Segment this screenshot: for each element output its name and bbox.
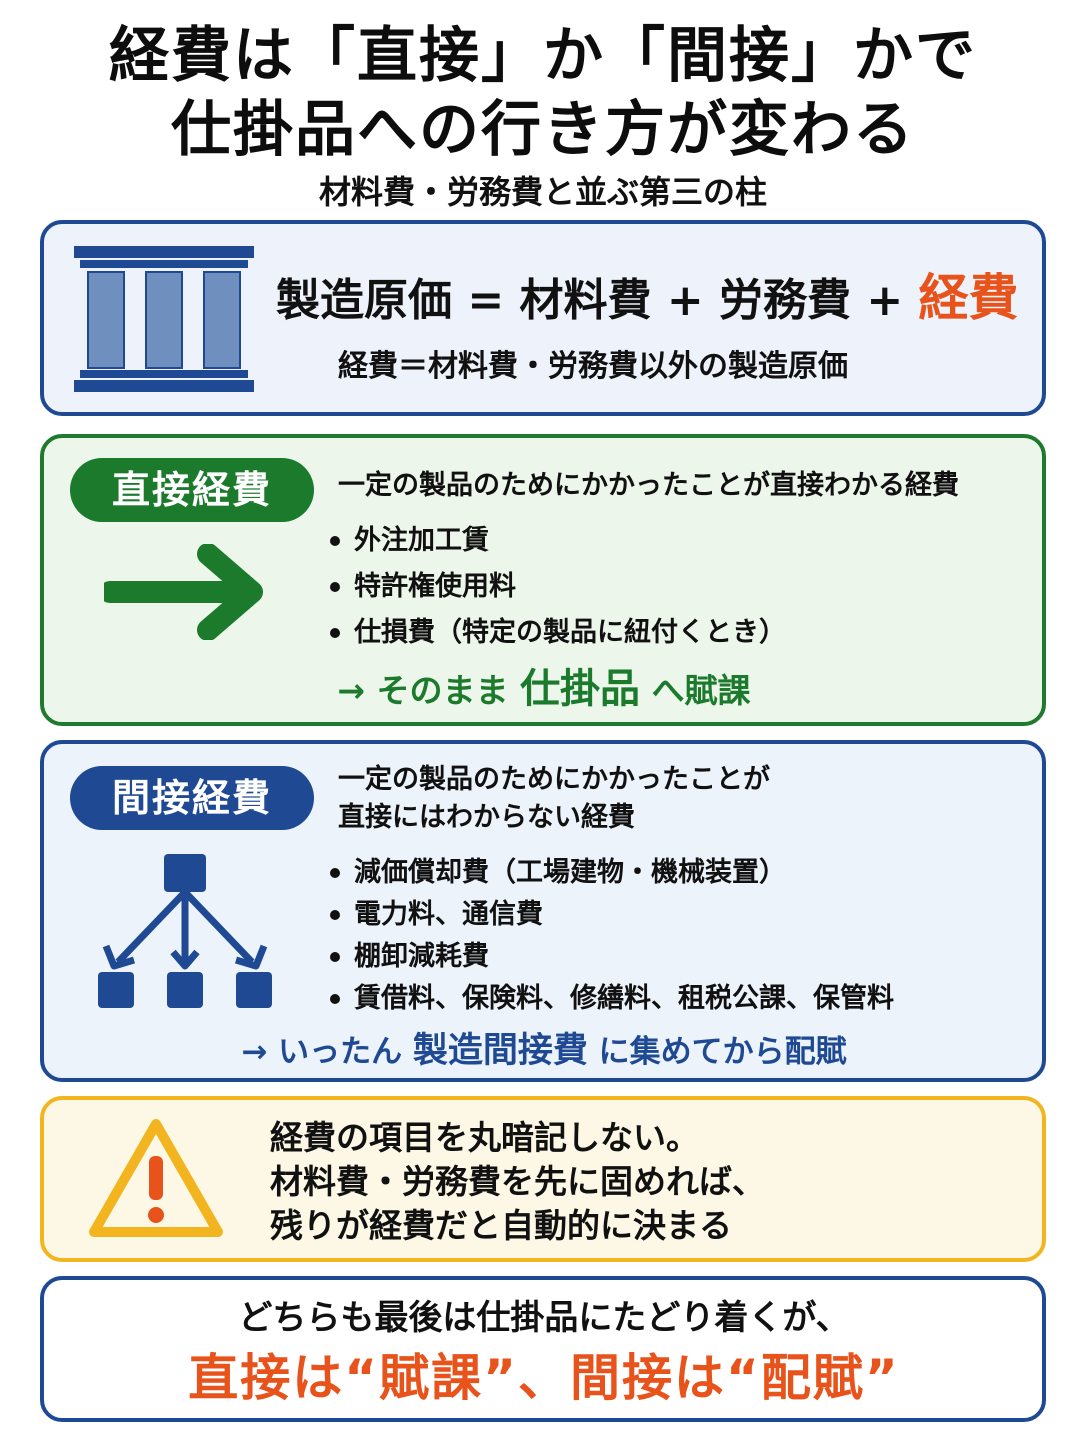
pillars-icon (74, 246, 254, 392)
formula-highlight: 経費 (918, 269, 1019, 327)
direct-expense-description: 一定の製品のためにかかったことが直接わかる経費 (338, 470, 959, 501)
indirect-expense-description-1: 一定の製品のためにかかったことが (338, 764, 770, 795)
list-item: 減価償却費（工場建物・機械装置） (326, 852, 894, 894)
indirect-expense-list: 減価償却費（工場建物・機械装置） 電力料、通信費 棚卸減耗費 賃借料、保険料、修… (326, 852, 894, 1020)
result-suffix: に集めてから配賦 (587, 1034, 847, 1070)
caution-line-3: 残りが経費だと自動的に決まる (270, 1206, 732, 1245)
direct-expense-result: → そのまま 仕掛品 へ賦課 (44, 664, 1044, 716)
page-title-line1: 経費は「直接」か「間接」かで (109, 21, 977, 91)
indirect-expense-badge: 間接経費 (70, 766, 314, 830)
result-suffix: へ賦課 (640, 671, 751, 710)
direct-expense-card: 直接経費 一定の製品のためにかかったことが直接わかる経費 外注加工賃 特許権使用… (40, 434, 1046, 726)
list-item: 電力料、通信費 (326, 894, 894, 936)
list-item: 棚卸減耗費 (326, 936, 894, 978)
result-prefix: → そのまま (337, 671, 521, 710)
summary-card: どちらも最後は仕掛品にたどり着くが、 直接は“賦課”、間接は“配賦” (40, 1276, 1046, 1422)
indirect-expense-result: → いったん 製造間接費 に集めてから配賦 (44, 1028, 1044, 1075)
indirect-expense-card: 間接経費 一定の製品のためにかかったことが 直接にはわからない経費 減価償却費（… (40, 740, 1046, 1082)
list-item: 外注加工賃 (326, 518, 786, 564)
summary-line-1: どちらも最後は仕掛品にたどり着くが、 (238, 1298, 850, 1338)
page-subtitle: 材料費・労務費と並ぶ第三の柱 (318, 173, 767, 211)
arrow-right-icon (104, 544, 263, 640)
allocation-tree-icon (98, 854, 272, 1008)
caution-text: 経費の項目を丸暗記しない。 材料費・労務費を先に固めれば、 残りが経費だと自動的… (270, 1116, 765, 1248)
formula-definition: 経費＝材料費・労務費以外の製造原価 (338, 349, 848, 384)
summary-line-2: 直接は“賦課”、間接は“配賦” (188, 1349, 900, 1407)
indirect-expense-description-2: 直接にはわからない経費 (338, 802, 635, 833)
warning-icon (89, 1119, 223, 1237)
list-item: 賃借料、保険料、修繕料、租税公課、保管料 (326, 978, 894, 1020)
result-emphasis: 製造間接費 (412, 1031, 588, 1071)
list-item: 仕損費（特定の製品に紐付くとき） (326, 610, 786, 656)
list-item: 特許権使用料 (326, 564, 786, 610)
caution-card: 経費の項目を丸暗記しない。 材料費・労務費を先に固めれば、 残りが経費だと自動的… (40, 1096, 1046, 1262)
page-title-line2: 仕掛品への行き方が変わる (171, 95, 915, 165)
direct-expense-badge: 直接経費 (70, 458, 314, 522)
result-prefix: → いったん (241, 1034, 413, 1070)
direct-expense-list: 外注加工賃 特許権使用料 仕損費（特定の製品に紐付くとき） (326, 518, 786, 656)
cost-formula: 製造原価 = 材料費 + 労務費 + 経費 (276, 268, 1036, 331)
result-emphasis: 仕掛品 (520, 666, 641, 712)
caution-line-2: 材料費・労務費を先に固めれば、 (270, 1162, 765, 1201)
formula-card: 製造原価 = 材料費 + 労務費 + 経費 経費＝材料費・労務費以外の製造原価 (40, 220, 1046, 416)
formula-expression: 製造原価 = 材料費 + 労務費 + (276, 275, 919, 326)
caution-line-1: 経費の項目を丸暗記しない。 (270, 1118, 699, 1157)
